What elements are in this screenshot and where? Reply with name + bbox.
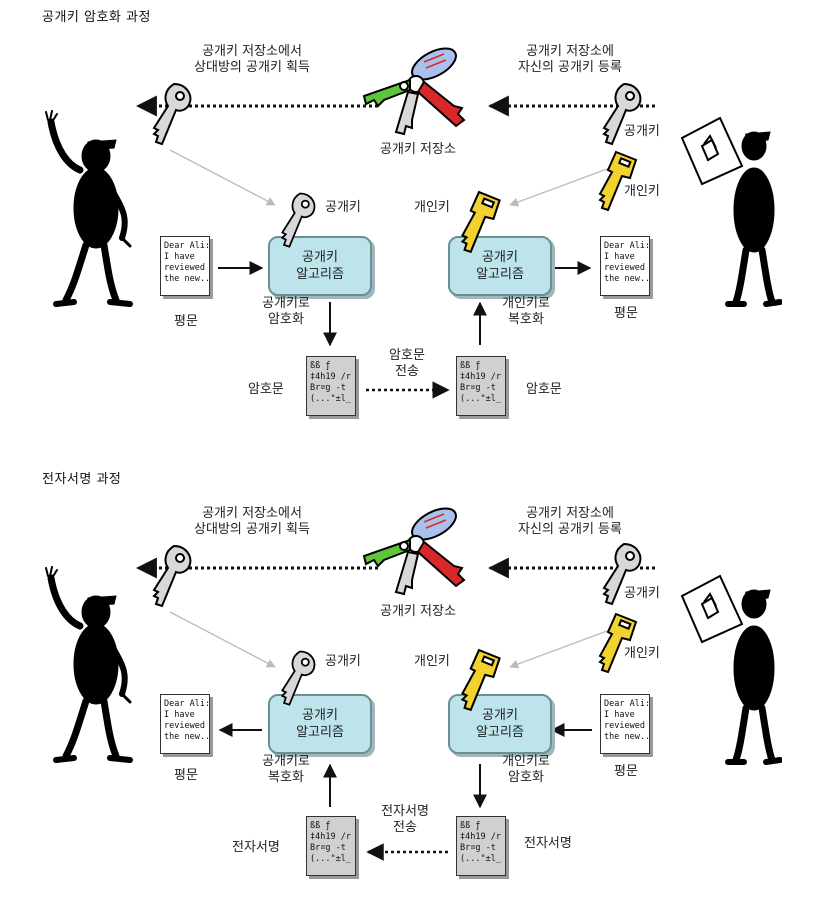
center-key-label: 개인키 (414, 200, 450, 215)
repository-label: 공개키 저장소 (380, 604, 456, 619)
public-key-icon (280, 650, 316, 706)
public-key-icon (280, 192, 316, 248)
center-key-label: 개인키 (414, 654, 450, 669)
private-key-icon (460, 190, 501, 254)
right-pubkey-label: 공개키 (624, 586, 660, 601)
public-key-icon (602, 542, 642, 606)
right-signature-label: 전자서명 (524, 836, 572, 851)
keyring-icon (362, 507, 466, 596)
left-plaintext-label: 평문 (174, 768, 198, 783)
left-signature-label: 전자서명 (232, 840, 280, 855)
waving-person-icon (45, 566, 133, 763)
left-ciphertext-label: 암호문 (248, 382, 284, 397)
public-key-icon (602, 82, 642, 146)
privkey-grey-arrow (509, 627, 616, 669)
person-holding-certificate-icon (680, 574, 782, 765)
right-ciphertext-doc: ßß ƒ‡4h19 /r Br¤g -t(..."±l_ (456, 356, 506, 416)
right-plaintext-label: 평문 (614, 306, 638, 321)
person-holding-certificate-icon (680, 116, 782, 307)
public-key-icon (152, 82, 192, 146)
panel-title: 전자서명 과정 (42, 472, 122, 487)
keyring-icon (362, 47, 466, 136)
repository-label: 공개키 저장소 (380, 142, 456, 157)
left-key-label: 공개키 (325, 200, 361, 215)
left-signature-doc: ßß ƒ‡4h19 /r Br¤g -t(..."±l_ (306, 816, 356, 876)
pubkey-grey-arrow (169, 611, 276, 668)
panel-title: 공개키 암호화 과정 (42, 10, 151, 25)
left-plaintext-label: 평문 (174, 314, 198, 329)
right-signature-doc: ßß ƒ‡4h19 /r Br¤g -t(..."±l_ (456, 816, 506, 876)
private-key-icon (598, 612, 638, 674)
right-privkey-label: 개인키 (624, 646, 660, 661)
right-privkey-label: 개인키 (624, 184, 660, 199)
public-key-icon (152, 544, 192, 608)
private-key-icon (598, 150, 638, 212)
private-key-icon (460, 648, 501, 712)
waving-person-icon (45, 110, 133, 307)
privkey-grey-arrow (509, 165, 616, 207)
left-ciphertext-doc: ßß ƒ‡4h19 /r Br¤g -t(..."±l_ (306, 356, 356, 416)
right-plaintext-label: 평문 (614, 764, 638, 779)
pubkey-grey-arrow (169, 149, 276, 206)
left-key-label: 공개키 (325, 654, 361, 669)
right-pubkey-label: 공개키 (624, 124, 660, 139)
right-ciphertext-label: 암호문 (526, 382, 562, 397)
